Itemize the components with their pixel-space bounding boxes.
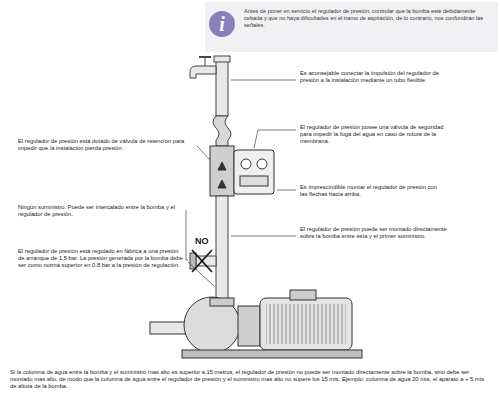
leader-lines <box>186 80 296 286</box>
callout-text: El regulador de presión puede ser montad… <box>300 226 450 240</box>
callout-text: Es imprescindible montar el regulador de… <box>300 184 440 198</box>
info-icon-glyph: i <box>219 13 225 35</box>
info-panel <box>205 2 498 52</box>
pump <box>150 290 362 358</box>
faucet <box>190 56 230 116</box>
callout-text: Ningún suministro. Puede ser intercalado… <box>18 204 184 218</box>
note-text: Antes de poner en servicio el regulador … <box>244 8 491 28</box>
info-note: Antes de poner en servicio el regulador … <box>240 4 495 50</box>
caption: Si la columna de agua entre la bomba y e… <box>10 369 492 391</box>
warning-mark: NO <box>195 236 217 246</box>
flexible-tube <box>213 116 231 146</box>
pressure-regulator <box>210 146 274 196</box>
callout-text: El regulador de presión está dotado de v… <box>18 138 196 152</box>
callout-text: El regulador de presión posee una válvul… <box>300 124 450 145</box>
callout-text: El regulador de presión está regulado en… <box>18 248 186 269</box>
info-icon <box>209 11 235 37</box>
lower-pipe <box>190 196 228 300</box>
callout-text: Es aconsejable conectar la impulsión del… <box>300 70 440 84</box>
